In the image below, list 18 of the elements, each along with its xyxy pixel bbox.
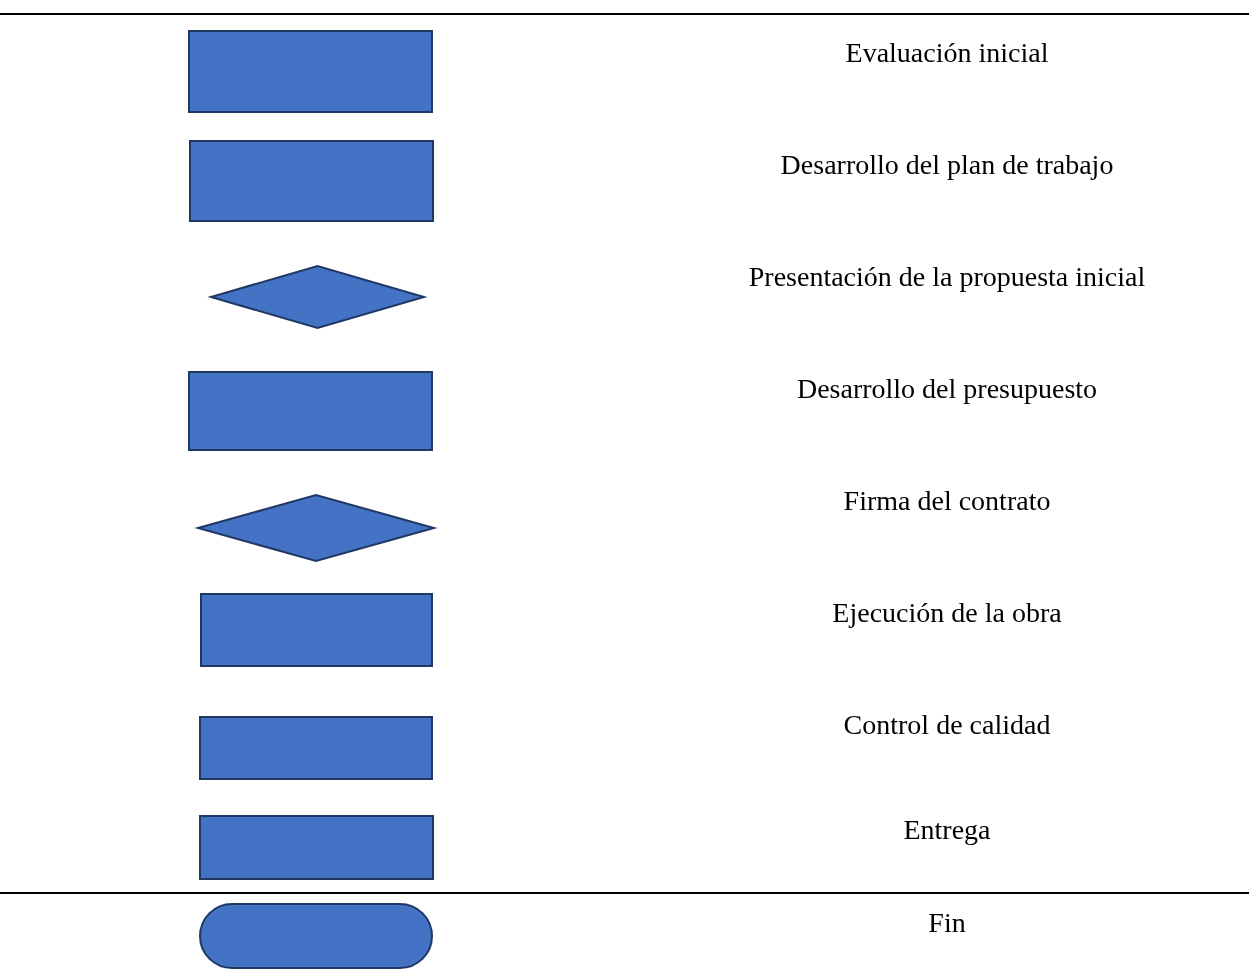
step-label: Firma del contrato xyxy=(843,484,1051,518)
decision-diamond xyxy=(197,494,435,562)
process-box xyxy=(199,716,433,780)
step-label: Fin xyxy=(928,906,966,940)
process-box xyxy=(199,815,434,880)
process-box xyxy=(188,30,433,113)
process-box xyxy=(188,371,433,451)
step-label: Evaluación inicial xyxy=(845,36,1049,70)
process-box xyxy=(200,593,433,667)
step-label: Desarrollo del plan de trabajo xyxy=(780,148,1114,182)
step-label: Ejecución de la obra xyxy=(832,596,1062,630)
decision-diamond xyxy=(210,265,425,329)
terminal-shape xyxy=(199,903,433,969)
step-label: Desarrollo del presupuesto xyxy=(796,372,1098,406)
step-label: Entrega xyxy=(903,813,991,847)
step-label: Presentación de la propuesta inicial xyxy=(748,260,1146,294)
process-box xyxy=(189,140,434,222)
step-label: Control de calidad xyxy=(843,708,1051,742)
